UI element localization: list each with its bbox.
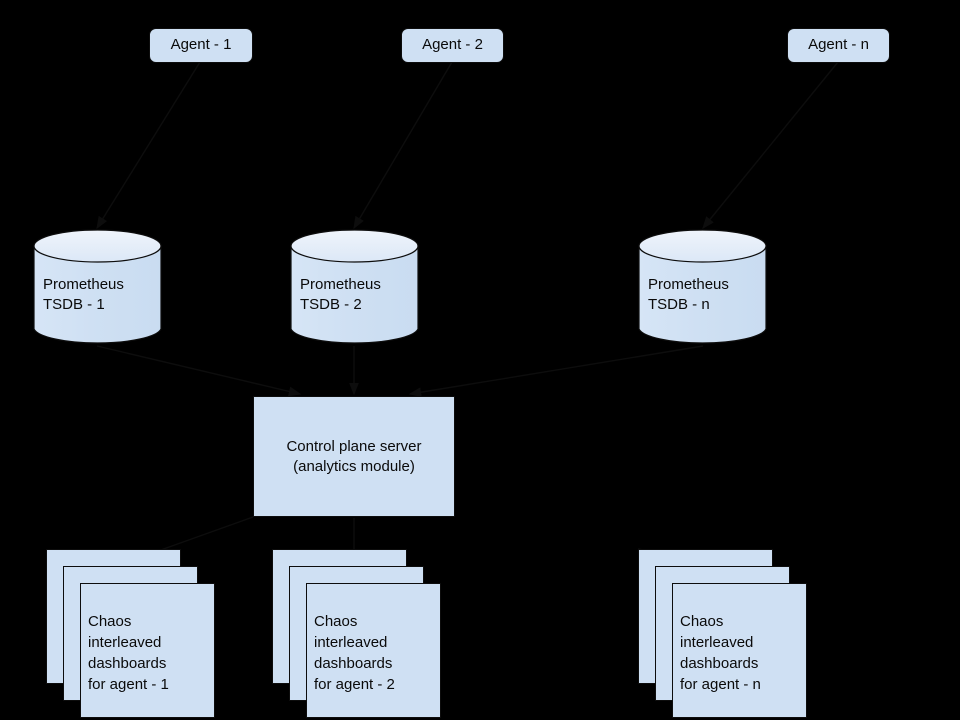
cylinder-shape-icon bbox=[290, 229, 419, 344]
agent-box-2[interactable]: Agent - 2 bbox=[401, 28, 504, 63]
control-plane-server-box[interactable]: Control plane server (analytics module) bbox=[253, 396, 455, 517]
agent-label-1: Agent - 1 bbox=[170, 36, 232, 54]
agent-box-n[interactable]: Agent - n bbox=[787, 28, 890, 63]
database-cylinder-n[interactable]: Prometheus TSDB - n bbox=[638, 229, 767, 346]
dashboard-stack-n[interactable]: Chaos interleaved dashboards for agent -… bbox=[638, 549, 808, 719]
dashboard-label-n: Chaos interleaved dashboards for agent -… bbox=[680, 613, 761, 693]
agent-box-1[interactable]: Agent - 1 bbox=[149, 28, 253, 63]
edge-tsdb1-to-server bbox=[96, 345, 302, 397]
cylinder-shape-icon bbox=[33, 229, 162, 344]
dashboard-label-1: Chaos interleaved dashboards for agent -… bbox=[88, 613, 169, 693]
dashboard-stack-1[interactable]: Chaos interleaved dashboards for agent -… bbox=[46, 549, 216, 719]
control-plane-server-label: Control plane server (analytics module) bbox=[286, 437, 422, 475]
cylinder-shape-icon bbox=[638, 229, 767, 344]
database-cylinder-2[interactable]: Prometheus TSDB - 2 bbox=[290, 229, 419, 346]
dashboard-card-front bbox=[80, 583, 215, 718]
edge-tsdbn-to-server bbox=[408, 345, 704, 398]
agent-label-2: Agent - 2 bbox=[422, 36, 483, 54]
edge-agent1-to-tsdb1 bbox=[96, 61, 201, 230]
edge-agentn-to-tsdbn bbox=[702, 61, 839, 230]
dashboard-card-front bbox=[306, 583, 441, 718]
database-cylinder-1[interactable]: Prometheus TSDB - 1 bbox=[33, 229, 162, 346]
agent-label-n: Agent - n bbox=[808, 36, 869, 54]
dashboard-card-front bbox=[672, 583, 807, 718]
dashboard-label-2: Chaos interleaved dashboards for agent -… bbox=[314, 613, 395, 693]
edge-agent2-to-tsdb2 bbox=[353, 61, 453, 230]
dashboard-stack-2[interactable]: Chaos interleaved dashboards for agent -… bbox=[272, 549, 442, 719]
